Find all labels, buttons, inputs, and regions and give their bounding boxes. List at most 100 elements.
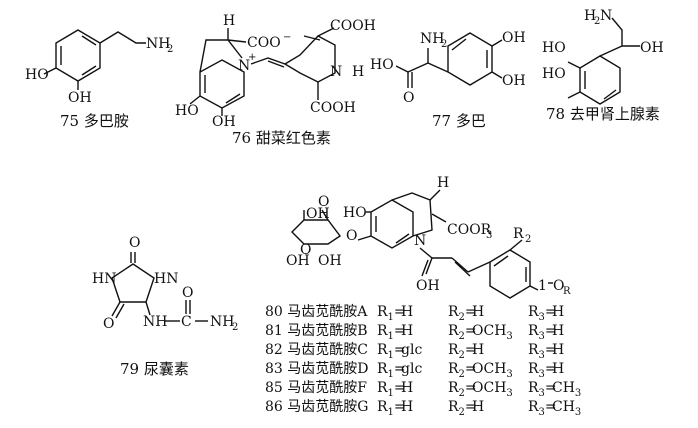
svg-text:N: N xyxy=(238,58,250,74)
svg-text:O: O xyxy=(129,235,140,251)
svg-text:H: H xyxy=(223,13,235,29)
atom-nh: NH xyxy=(146,36,170,52)
table-cell-value: OCH3 xyxy=(472,323,513,342)
table-cell-value: H xyxy=(401,323,413,339)
table-cell-value: H xyxy=(552,304,564,320)
table-cell-value: H xyxy=(552,361,564,377)
table-cell-label: R2= xyxy=(448,342,477,361)
svg-text:OH: OH xyxy=(286,253,310,269)
svg-text:C: C xyxy=(181,314,192,330)
caption-76: 76 甜菜红色素 xyxy=(232,129,331,147)
svg-text:OH: OH xyxy=(502,30,526,46)
svg-text:2: 2 xyxy=(525,234,531,245)
atom-ho: HO xyxy=(25,67,49,83)
svg-text:COOR: COOR xyxy=(447,222,492,238)
glucose-ring xyxy=(291,219,342,245)
svg-text:OH: OH xyxy=(502,73,526,89)
table-row-name: 86 马齿苋酰胺G xyxy=(265,399,368,415)
svg-text:OH: OH xyxy=(640,40,664,56)
table-cell-value: H xyxy=(472,304,484,320)
benzene-ring xyxy=(447,32,493,86)
table-cell-value: CH3 xyxy=(552,380,581,399)
structure-78-norepinephrine: H 2 N OH HO HO 78 去甲肾上腺素 xyxy=(542,8,664,123)
svg-text:NH: NH xyxy=(210,314,234,330)
svg-text:O: O xyxy=(403,90,414,106)
table-row-name: 81 马齿苋酰胺B xyxy=(265,323,368,339)
table-cell-value: H xyxy=(401,399,413,415)
svg-text:H: H xyxy=(437,175,449,191)
benzene-ring xyxy=(370,199,414,249)
table-cell-value: H xyxy=(552,342,564,358)
structure-75-dopamine: NH 2 HO OH 75 多巴胺 xyxy=(25,29,173,130)
table-cell-value: H xyxy=(472,342,484,358)
table-row-name: 82 马齿苋酰胺C xyxy=(265,342,368,358)
svg-text:NH: NH xyxy=(143,314,167,330)
svg-text:2: 2 xyxy=(594,16,600,27)
atom-oh: OH xyxy=(68,90,92,106)
svg-text:O: O xyxy=(300,242,311,258)
table-cell-value: H xyxy=(552,323,564,339)
caption-78: 78 去甲肾上腺素 xyxy=(546,105,660,123)
table-cell-label: R3= xyxy=(528,323,557,342)
benzene-ring xyxy=(579,55,621,105)
svg-text:O: O xyxy=(318,194,329,210)
table-cell-label: R3= xyxy=(528,361,557,380)
structure-77-dopa: NH 2 HO O OH OH 77 多巴 xyxy=(370,30,526,130)
svg-text:N: N xyxy=(414,233,426,249)
svg-text:−: − xyxy=(283,32,291,43)
svg-text:H: H xyxy=(352,64,364,80)
table-cell-label: R3= xyxy=(528,399,557,418)
table-cell-value: H xyxy=(401,304,413,320)
table-row-name: 85 马齿苋酰胺F xyxy=(265,380,367,396)
caption-77: 77 多巴 xyxy=(432,112,486,130)
table-row-name: 80 马齿苋酰胺A xyxy=(265,304,368,320)
svg-text:+: + xyxy=(248,52,256,63)
svg-text:NH: NH xyxy=(420,31,444,47)
table-cell-value: CH3 xyxy=(552,399,581,418)
svg-text:R: R xyxy=(513,226,524,242)
svg-text:N: N xyxy=(330,64,342,80)
table-cell-label: R2= xyxy=(448,304,477,323)
atom-subscript: 2 xyxy=(167,44,173,55)
svg-text:O: O xyxy=(103,316,114,332)
svg-text:HN: HN xyxy=(92,271,116,287)
table-cell-label: R1= xyxy=(377,361,406,380)
table-cell-label: R1= xyxy=(377,380,406,399)
table-cell-value: OCH3 xyxy=(472,361,513,380)
structure-79-allantoin: O HN HN O NH C O NH 2 79 尿囊素 xyxy=(92,235,238,378)
svg-text:O: O xyxy=(553,278,564,294)
svg-text:OH: OH xyxy=(306,206,330,222)
svg-text:COOH: COOH xyxy=(310,100,356,116)
svg-text:HO: HO xyxy=(370,57,394,73)
table-cell-label: R1= xyxy=(377,342,406,361)
svg-text:HO: HO xyxy=(175,103,199,119)
svg-text:HO: HO xyxy=(542,40,566,56)
svg-text:H: H xyxy=(584,8,596,24)
table-cell-value: glc xyxy=(401,342,422,358)
table-cell-label: R2= xyxy=(448,361,477,380)
svg-text:1: 1 xyxy=(538,278,547,294)
dihydropyridine-ring xyxy=(283,35,336,83)
caption-75: 75 多巴胺 xyxy=(60,112,129,130)
structure-oleracein-core: HO H COOR 3 N OH R 2 1 O R O OH xyxy=(286,175,571,299)
benzene-ring xyxy=(489,249,531,299)
svg-text:HN: HN xyxy=(154,271,178,287)
table-cell-label: R1= xyxy=(377,323,406,342)
table-cell-label: R2= xyxy=(448,380,477,399)
table-cell-label: R1= xyxy=(377,399,406,418)
table-cell-value: OCH3 xyxy=(472,380,513,399)
svg-text:O: O xyxy=(182,285,193,301)
svg-text:COO: COO xyxy=(247,35,281,51)
table-cell-label: R2= xyxy=(448,399,477,418)
imidazolidine-ring xyxy=(111,263,155,303)
table-cell-value: H xyxy=(472,399,484,415)
svg-text:N: N xyxy=(600,8,612,24)
svg-text:OH: OH xyxy=(318,253,342,269)
svg-text:R: R xyxy=(563,286,571,297)
table-cell-label: R3= xyxy=(528,380,557,399)
benzene-ring xyxy=(55,29,101,82)
structure-76-betanidin: H COO − N + COOH N H COOH HO OH 76 甜菜红色素 xyxy=(175,13,376,147)
svg-text:HO: HO xyxy=(343,205,367,221)
